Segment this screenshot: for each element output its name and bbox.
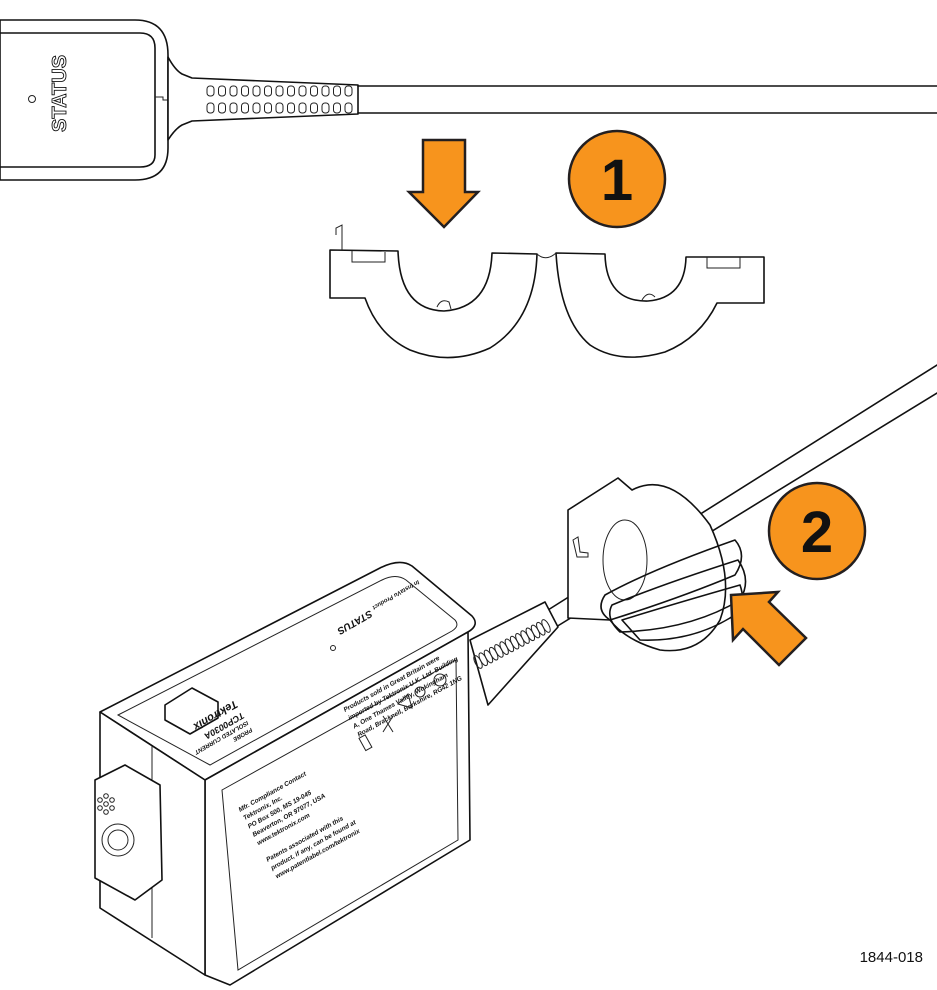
grip-rib bbox=[264, 85, 272, 97]
connector-dot-pattern-icon bbox=[97, 793, 115, 815]
grip-rib bbox=[333, 102, 341, 114]
grip-rib bbox=[321, 102, 330, 114]
grip-rib bbox=[298, 85, 307, 97]
dot bbox=[103, 801, 109, 807]
grip-rib bbox=[287, 102, 295, 114]
grip-rib bbox=[310, 85, 318, 97]
grip-ribs-top bbox=[206, 85, 353, 114]
top-status-label: STATUS bbox=[49, 55, 71, 132]
step-1-number: 1 bbox=[601, 148, 633, 213]
dot bbox=[109, 797, 115, 803]
dot bbox=[97, 805, 103, 811]
grip-rib bbox=[229, 85, 238, 97]
ferrite-core-closed bbox=[567, 477, 747, 652]
diagonal-arrow-icon bbox=[729, 590, 808, 667]
grip-rib bbox=[310, 102, 318, 114]
warning-triangle-icon bbox=[397, 693, 413, 709]
grip-rib bbox=[241, 102, 249, 114]
ul-mark-icon bbox=[433, 673, 447, 687]
strain-relief-top bbox=[167, 56, 359, 141]
grip-rib bbox=[275, 102, 284, 114]
grip-rib bbox=[344, 102, 353, 114]
regulatory-symbols bbox=[358, 673, 447, 752]
grip-rib bbox=[321, 85, 330, 97]
step-1-badge: 1 bbox=[567, 129, 667, 229]
status-led-icon bbox=[330, 645, 336, 651]
step-2-badge: 2 bbox=[767, 481, 867, 581]
grip-rib bbox=[229, 102, 238, 114]
grip-rib bbox=[218, 85, 226, 97]
grip-ribs-main bbox=[473, 619, 551, 669]
ferrite-clip-open bbox=[329, 224, 765, 359]
weee-bin-icon bbox=[382, 715, 394, 733]
grip-rib bbox=[344, 85, 353, 97]
top-cable bbox=[357, 85, 937, 114]
dot bbox=[103, 793, 109, 799]
figure-id-label: 1844-018 bbox=[859, 949, 923, 966]
grip-rib bbox=[333, 85, 341, 97]
probe-body: STATUS Tektronix TCP0030A ISOLATED CURRE… bbox=[94, 561, 476, 986]
kc-mark-icon bbox=[358, 734, 373, 752]
grip-rib bbox=[252, 102, 261, 114]
grip-rib bbox=[275, 85, 284, 97]
grip-rib bbox=[241, 85, 249, 97]
grip-rib bbox=[252, 85, 261, 97]
grip-rib bbox=[264, 102, 272, 114]
grip-rib bbox=[287, 85, 295, 97]
step-2-number: 2 bbox=[801, 500, 833, 565]
grip-rib bbox=[541, 619, 551, 633]
dot bbox=[109, 805, 115, 811]
grip-rib bbox=[206, 102, 215, 114]
top-probe-box: STATUS bbox=[0, 19, 170, 181]
down-arrow-icon bbox=[405, 138, 481, 229]
dot bbox=[97, 797, 103, 803]
strain-relief-main bbox=[469, 601, 559, 706]
csa-mark-icon bbox=[414, 686, 426, 698]
dot bbox=[103, 809, 109, 815]
grip-rib bbox=[298, 102, 307, 114]
grip-rib bbox=[206, 85, 215, 97]
status-led-icon bbox=[28, 95, 36, 103]
grip-rib bbox=[218, 102, 226, 114]
